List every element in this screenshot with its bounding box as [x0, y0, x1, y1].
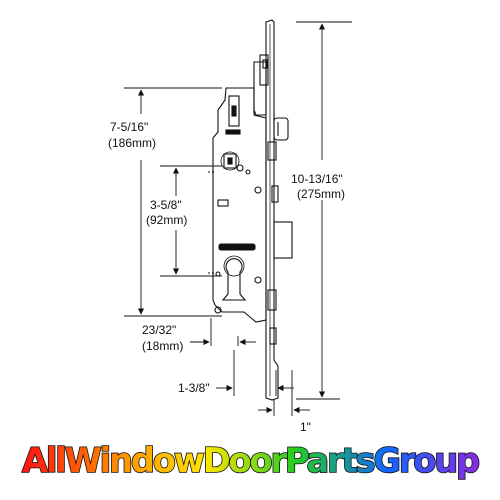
cylinder-hole [221, 258, 247, 301]
faceplate [265, 19, 279, 401]
upper-height-imperial: 7-5/16" [110, 120, 148, 134]
backset-imperial: 1-3/8" [178, 381, 210, 395]
center-distance-metric: (92mm) [146, 213, 187, 227]
follower [223, 153, 237, 169]
lock-case [212, 87, 267, 323]
center-distance-imperial: 3-5/8" [150, 198, 182, 212]
dimension-lines [124, 21, 352, 416]
brand-text: AllWindowDoorPartsGroup [22, 441, 479, 481]
total-height-metric: (275mm) [297, 187, 345, 201]
dead-bolt [273, 221, 293, 259]
faceplate-offset-imperial: 23/32" [142, 323, 176, 337]
total-height-imperial: 10-13/16" [291, 172, 343, 186]
latch-bolt [273, 117, 289, 141]
faceplate-width-imperial: 1" [300, 420, 311, 434]
brand-logo: AllWindowDoorPartsGroup [21, 440, 482, 482]
lock-drawing [208, 19, 293, 401]
slot [218, 243, 256, 251]
dimension-labels: 10-13/16" (275mm) 7-5/16" (186mm) 3-5/8"… [108, 120, 345, 434]
upper-height-metric: (186mm) [108, 136, 156, 150]
faceplate-offset-metric: (18mm) [142, 339, 183, 353]
